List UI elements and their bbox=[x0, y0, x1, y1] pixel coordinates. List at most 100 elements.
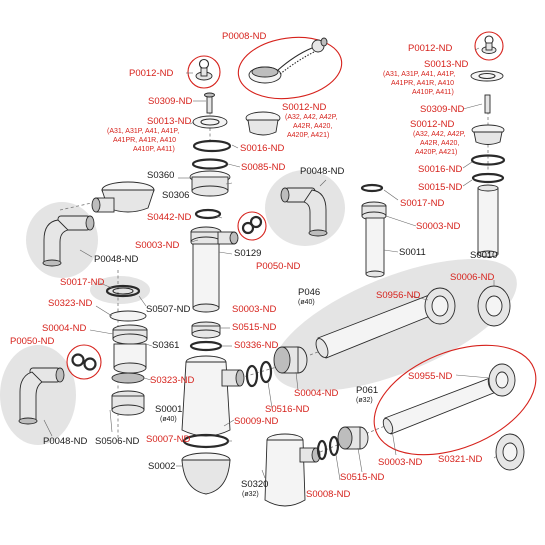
highlight-stopper-left bbox=[187, 55, 221, 89]
label-p0050-left: P0050-ND bbox=[10, 336, 54, 347]
stopper-right bbox=[481, 35, 497, 54]
highlight-blob-left-elbow bbox=[26, 202, 98, 278]
label-s0004-right: S0004-ND bbox=[294, 388, 338, 399]
highlight-stopper-right bbox=[474, 31, 504, 61]
label-s0004-left: S0004-ND bbox=[42, 323, 86, 334]
trap-side-rings bbox=[245, 346, 308, 388]
label-s0013-left-sub3: A410P, A411) bbox=[133, 146, 175, 153]
rosette-s0956 bbox=[424, 287, 456, 325]
highlight-plug-chain bbox=[237, 36, 343, 100]
highlight-pipe-p061 bbox=[373, 344, 537, 456]
pipe-p061 bbox=[382, 376, 499, 435]
label-s0360: S0360 bbox=[147, 170, 174, 181]
label-p0048-top: P0048-ND bbox=[300, 166, 344, 177]
part-labels: P0008-ND P0012-ND P0012-ND S0309-ND S001… bbox=[10, 31, 497, 500]
label-s0010: S0010 bbox=[470, 250, 497, 261]
left-column-parts bbox=[189, 92, 281, 313]
label-s0016-left: S0016-ND bbox=[240, 143, 284, 154]
label-p046-sub: (ø40) bbox=[298, 299, 315, 306]
label-s0017-right: S0017-ND bbox=[400, 198, 444, 209]
label-p046: P046 bbox=[298, 287, 320, 298]
label-s0013-right-sub2: A41PR, A41R, A410 bbox=[391, 80, 454, 87]
highlight-blob-lower-washer bbox=[90, 276, 150, 304]
bottle-trap-s0001 bbox=[181, 321, 245, 495]
stopper-left bbox=[195, 58, 213, 81]
label-s0013-right-sub3: A410P, A411) bbox=[412, 89, 454, 96]
label-s0012-right: S0012-ND bbox=[410, 119, 454, 130]
label-s0013-left-sub1: (A31, A31P, A41, A41P, bbox=[107, 128, 179, 135]
label-s0006: S0006-ND bbox=[450, 272, 494, 283]
label-s0012-mid-sub3: A420P, A421) bbox=[287, 132, 329, 139]
label-s0129: S0129 bbox=[234, 248, 261, 259]
label-s0009: S0009-ND bbox=[234, 416, 278, 427]
label-p061: P061 bbox=[356, 385, 378, 396]
label-s0515-bottom: S0515-ND bbox=[340, 472, 384, 483]
leader-lines bbox=[43, 47, 498, 481]
label-p061-sub: (ø32) bbox=[356, 397, 373, 404]
trap-s0320 bbox=[264, 426, 369, 507]
label-s0013-left-sub2: A41PR, A41R, A410 bbox=[113, 137, 176, 144]
label-s0336: S0336-ND bbox=[234, 340, 278, 351]
label-s0011: S0011 bbox=[399, 247, 426, 258]
label-s0003-right: S0003-ND bbox=[416, 221, 460, 232]
label-p0008: P0008-ND bbox=[222, 31, 266, 42]
label-s0320: S0320 bbox=[241, 479, 268, 490]
label-s0320-sub: (ø32) bbox=[242, 491, 259, 498]
label-s0506: S0506-ND bbox=[95, 436, 139, 447]
label-s0012-mid: S0012-ND bbox=[282, 102, 326, 113]
highlight-blob-right-elbow bbox=[265, 170, 345, 246]
rosette-s0321 bbox=[495, 433, 525, 471]
label-s0016-right: S0016-ND bbox=[418, 164, 462, 175]
label-s0321: S0321-ND bbox=[438, 454, 482, 465]
axis-left-elbow bbox=[59, 199, 106, 211]
elbow-left-p0048 bbox=[42, 215, 95, 267]
label-s0955: S0955-ND bbox=[408, 371, 452, 382]
label-s0001: S0001 bbox=[155, 404, 182, 415]
label-s0012-right-sub3: A420P, A421) bbox=[415, 149, 457, 156]
label-s0013-right-sub1: (A31, A31P, A41, A41P, bbox=[383, 71, 455, 78]
label-s0012-mid-sub2: A42R, A420, bbox=[293, 123, 332, 130]
rosette-s0955 bbox=[488, 363, 516, 397]
elbow-right-p0048 bbox=[280, 187, 328, 237]
label-s0309-right: S0309-ND bbox=[420, 104, 464, 115]
elbow-bottom-p0048 bbox=[18, 367, 65, 425]
label-p0012-left: P0012-ND bbox=[129, 68, 173, 79]
label-s0007: S0007-ND bbox=[146, 434, 190, 445]
plug-and-chain bbox=[248, 37, 328, 84]
label-s0956: S0956-ND bbox=[376, 290, 420, 301]
label-s0012-right-sub1: (A32, A42, A42P, bbox=[413, 131, 465, 138]
label-s0002: S0002 bbox=[148, 461, 175, 472]
label-s0013-right: S0013-ND bbox=[424, 59, 468, 70]
label-s0003-c: S0003-ND bbox=[378, 457, 422, 468]
label-s0012-mid-sub1: (A32, A42, A42P, bbox=[285, 114, 337, 121]
highlight-blob-bottom-elbow bbox=[0, 345, 76, 445]
label-s0008: S0008-ND bbox=[306, 489, 350, 500]
label-s0515-top: S0515-ND bbox=[232, 322, 276, 333]
label-p0048-bottom: P0048-ND bbox=[43, 436, 87, 447]
label-s0323-top: S0323-ND bbox=[48, 298, 92, 309]
label-s0323-bottom: S0323-ND bbox=[150, 375, 194, 386]
label-p0012-right: P0012-ND bbox=[408, 43, 452, 54]
label-p0050-right: P0050-ND bbox=[256, 261, 300, 272]
label-s0012-right-sub2: A42R, A420, bbox=[420, 140, 459, 147]
right-column-parts bbox=[360, 70, 506, 278]
highlight-clip-left bbox=[66, 344, 102, 380]
label-s0015: S0015-ND bbox=[418, 182, 462, 193]
label-s0442: S0442-ND bbox=[147, 212, 191, 223]
label-s0309-left: S0309-ND bbox=[148, 96, 192, 107]
label-p0048-left: P0048-ND bbox=[94, 254, 138, 265]
label-s0017-left: S0017-ND bbox=[60, 277, 104, 288]
label-s0361: S0361 bbox=[152, 340, 179, 351]
sink-outlet-s0360 bbox=[91, 181, 155, 213]
label-s0003-a: S0003-ND bbox=[135, 240, 179, 251]
highlight-clip-right bbox=[237, 211, 267, 241]
label-s0085: S0085-ND bbox=[241, 162, 285, 173]
label-s0001-sub: (ø40) bbox=[160, 416, 177, 423]
label-s0507: S0507-ND bbox=[146, 304, 190, 315]
rosette-s0006 bbox=[477, 285, 511, 327]
left-lower-parts bbox=[71, 284, 148, 416]
label-s0516: S0516-ND bbox=[265, 404, 309, 415]
label-s0306: S0306 bbox=[162, 190, 189, 201]
